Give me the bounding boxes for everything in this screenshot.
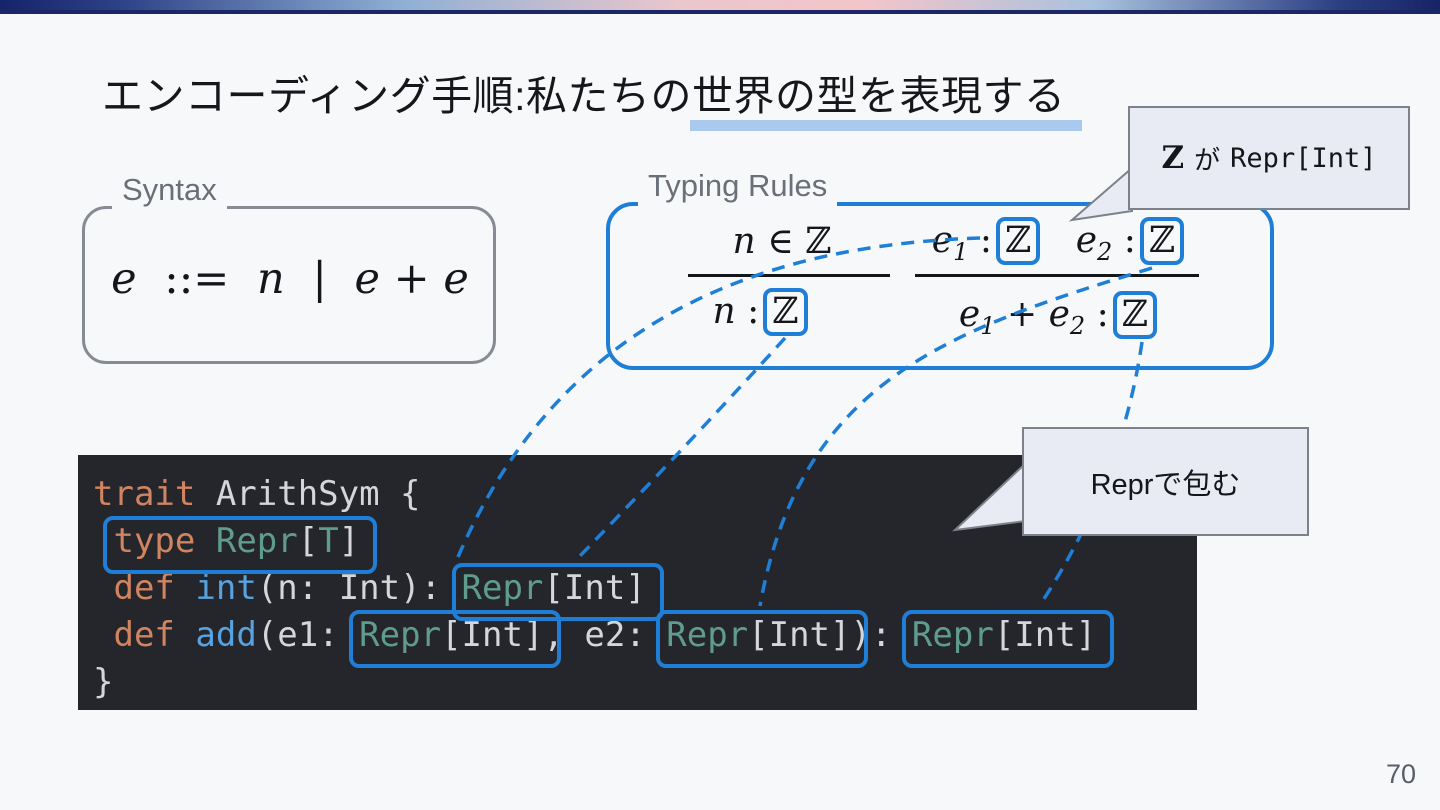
page-title: エンコーディング手順:私たちの世界の型を表現する — [102, 73, 1066, 119]
formula-alt-num: n — [256, 254, 285, 304]
formula-lhs: e — [111, 254, 137, 304]
formula-defines: ::= — [164, 254, 230, 304]
type-repr: Repr — [359, 615, 442, 655]
rule-add-p1-var: e — [931, 220, 954, 261]
rule-add-premises: e1 :ℤ e2 :ℤ — [908, 217, 1208, 266]
integers-symbol: ℤ — [805, 221, 832, 262]
top-accent-bar — [0, 0, 1440, 14]
rule-int-premise: n ∈ ℤ — [672, 221, 892, 262]
rule-int-conclusion: n :ℤ — [660, 288, 860, 337]
formula-add-left: e — [354, 254, 380, 304]
boxed-integers-int: ℤ — [763, 288, 808, 337]
code-text: [Int] — [441, 615, 544, 655]
code-text: (n: Int): — [256, 568, 462, 608]
syntax-formula: e ::= n | e + e — [92, 254, 488, 304]
kw-def: def — [113, 568, 175, 608]
highlight-box-add-return — [902, 610, 1114, 668]
rule-add-p2-var: e — [1075, 220, 1098, 261]
boxed-integers-add-concl: ℤ — [1112, 291, 1158, 340]
code-text: [Int] — [543, 568, 646, 608]
rule-int-premise-var: n — [732, 221, 756, 262]
code-text: ] — [338, 521, 360, 561]
colon: : — [979, 220, 992, 261]
code-text: } — [93, 662, 114, 702]
method-int: int — [195, 568, 257, 608]
plus-symbol: + — [1006, 294, 1038, 335]
callout-wrap-text: Reprで包む — [1090, 468, 1241, 501]
typing-rules-panel-label: Typing Rules — [638, 166, 838, 206]
type-repr: Repr — [911, 615, 994, 655]
page-number: 70 — [1385, 759, 1416, 789]
type-repr: Repr — [215, 521, 298, 561]
highlight-box-add-e2 — [656, 610, 868, 668]
title-underline — [690, 120, 1082, 131]
callout-z-is-repr: Z が Repr[Int] — [1128, 106, 1410, 210]
formula-add-right: e — [443, 254, 469, 304]
kw-type: type — [113, 521, 196, 561]
type-repr: Repr — [666, 615, 749, 655]
boxed-integers-add-p2: ℤ — [1139, 217, 1185, 266]
formula-bar: | — [312, 254, 327, 304]
type-param-t: T — [318, 521, 339, 561]
rule-add-c-var2: e — [1048, 294, 1070, 335]
kw-trait: trait — [93, 474, 196, 514]
subscript-1: 1 — [953, 238, 969, 267]
callout-wrap-in-repr: Reprで包む — [1022, 427, 1309, 536]
type-repr: Repr — [461, 568, 544, 608]
rule-add-conclusion: e1 + e2 :ℤ — [908, 291, 1208, 340]
rule-add-fraction-bar — [915, 274, 1199, 277]
rule-int-concl-var: n — [712, 291, 736, 332]
element-of-symbol: ∈ — [767, 221, 794, 262]
code-text: ArithSym { — [195, 474, 421, 514]
rule-add-c-var1: e — [958, 294, 981, 335]
code-text: [Int] — [748, 615, 851, 655]
callout-particle: が — [1194, 144, 1221, 175]
colon: : — [1096, 294, 1109, 335]
code-text: [ — [297, 521, 319, 561]
highlight-box-add-e1 — [349, 610, 561, 668]
subscript-2: 2 — [1097, 238, 1113, 267]
subscript-1: 1 — [980, 312, 996, 341]
code-text: (e1: — [256, 615, 360, 655]
rule-int-fraction-bar — [688, 274, 890, 277]
syntax-panel-label: Syntax — [112, 170, 227, 210]
code-text: ): — [850, 615, 912, 655]
boxed-integers-add-p1: ℤ — [995, 217, 1041, 266]
formula-plus: + — [393, 254, 430, 304]
code-text: [Int] — [993, 615, 1097, 655]
highlight-box-type-repr-t — [103, 516, 377, 574]
scala-code: trait ArithSym { type Repr[T] def int(n:… — [78, 455, 1197, 706]
subscript-2: 2 — [1069, 312, 1086, 341]
bold-z-symbol: Z — [1161, 140, 1185, 176]
callout-code: Repr[Int] — [1230, 142, 1377, 174]
colon: : — [1123, 220, 1136, 261]
colon: : — [747, 291, 760, 332]
method-add: add — [195, 615, 257, 655]
kw-def: def — [113, 615, 175, 655]
code-text: , e2: — [543, 615, 667, 655]
